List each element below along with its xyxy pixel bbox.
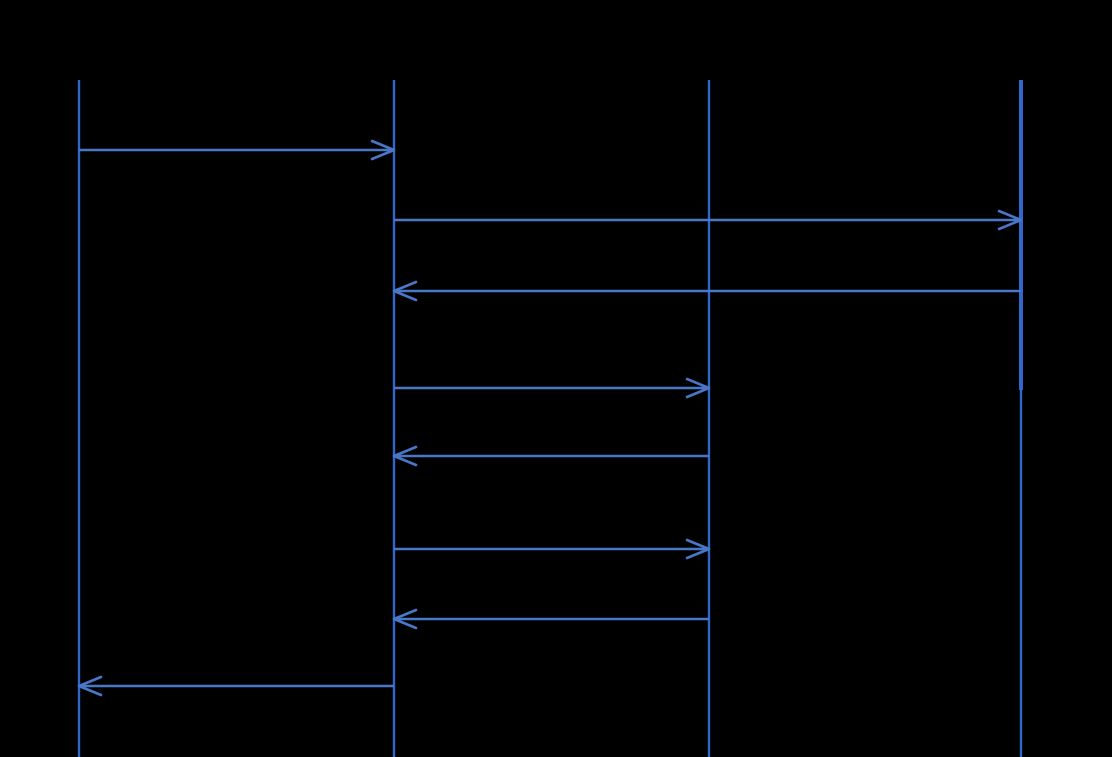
message-1 (79, 139, 396, 161)
message-6 (394, 538, 711, 560)
message-arrowhead-5 (392, 445, 418, 467)
message-arrowhead-8 (77, 675, 103, 697)
message-7 (392, 608, 709, 630)
message-arrowhead-1 (370, 139, 396, 161)
message-3 (392, 280, 1021, 302)
message-arrowhead-4 (685, 377, 711, 399)
message-arrowhead-7 (392, 608, 418, 630)
message-5 (392, 445, 709, 467)
message-4 (394, 377, 711, 399)
message-arrowhead-2 (997, 209, 1023, 231)
message-arrowhead-3 (392, 280, 418, 302)
message-arrowhead-6 (685, 538, 711, 560)
message-8 (77, 675, 394, 697)
message-2 (394, 209, 1023, 231)
